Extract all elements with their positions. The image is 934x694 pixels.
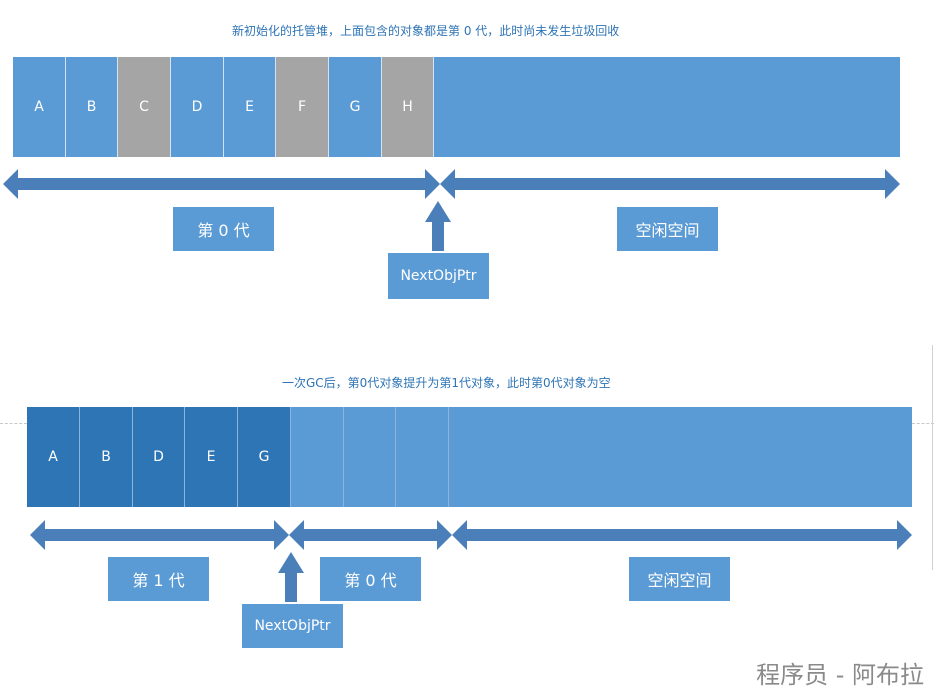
right-edge-line [932, 345, 933, 570]
diagram1-caption: 新初始化的托管堆，上面包含的对象都是第 0 代，此时尚未发生垃圾回收 [232, 24, 620, 38]
free-span-arrow [440, 169, 900, 199]
diagram1-nextobjptr-label: NextObjPtr [388, 253, 489, 299]
heap2-empty-slot [344, 407, 396, 507]
heap2-object-b: B [80, 407, 133, 507]
gen0-span-arrow [289, 520, 452, 550]
diagram1-free-label: 空闲空间 [617, 207, 718, 251]
diagram2-nextobjptr-label: NextObjPtr [242, 604, 343, 648]
watermark: 程序员 - 阿布拉 [756, 661, 924, 689]
heap1-object-e: E [224, 57, 276, 157]
diagram2-free-label: 空闲空间 [629, 557, 730, 601]
pointer-up-arrow [278, 552, 304, 602]
left-dashed-guide [0, 423, 27, 424]
free-span-arrow [452, 520, 912, 550]
heap1-object-b: B [66, 57, 118, 157]
diagram2-gen0-label: 第 0 代 [320, 557, 421, 601]
heap2-empty-slot [396, 407, 449, 507]
pointer-up-arrow [425, 201, 451, 251]
diagram1-gen0-label: 第 0 代 [173, 207, 274, 251]
heap2-object-d: D [133, 407, 185, 507]
heap1-object-c: C [118, 57, 171, 157]
gen1-span-arrow [30, 520, 289, 550]
heap2-object-a: A [27, 407, 80, 507]
diagram2-gen1-label: 第 1 代 [108, 557, 209, 601]
heap1-object-h: H [382, 57, 434, 157]
heap1-object-f: F [276, 57, 329, 157]
heap2-object-e: E [185, 407, 238, 507]
heap1-object-g: G [329, 57, 382, 157]
diagram2-caption: 一次GC后，第0代对象提升为第1代对象，此时第0代对象为空 [282, 376, 611, 390]
gen0-span-arrow [3, 169, 440, 199]
heap2-object-g: G [238, 407, 291, 507]
heap-bar-2: A B D E G [27, 407, 912, 507]
heap-bar-1: A B C D E F G H [13, 57, 900, 157]
heap1-object-a: A [13, 57, 66, 157]
heap1-object-d: D [171, 57, 224, 157]
heap2-empty-slot [291, 407, 344, 507]
right-dashed-guide [912, 423, 934, 424]
